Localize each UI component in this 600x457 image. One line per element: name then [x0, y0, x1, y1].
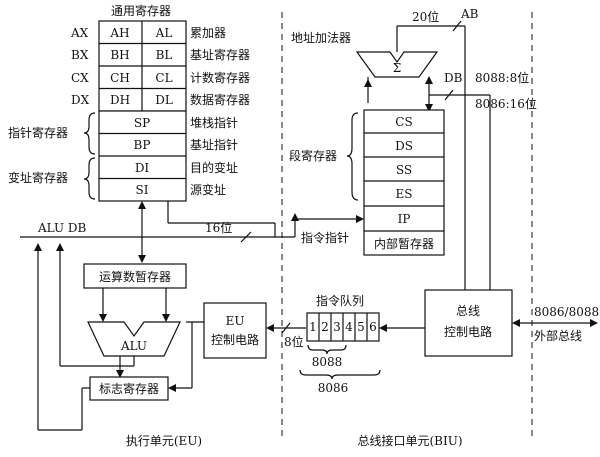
- seg-brace: [346, 112, 359, 201]
- bus-8bit-label: 8位: [284, 334, 304, 349]
- reg-si-desc: 源变址: [190, 182, 226, 197]
- queue-cell-5: 5: [357, 320, 365, 334]
- queue-brace-8086: [299, 369, 381, 380]
- queue-8088-label: 8088: [312, 355, 343, 369]
- reg-ds: DS: [395, 139, 413, 153]
- alu-block: [87, 321, 181, 357]
- eu-control-label-1: EU: [226, 314, 245, 328]
- reg-cs: CS: [395, 115, 412, 129]
- reg-bx-desc: 基址寄存器: [190, 47, 250, 62]
- ext-bus-label-2: 外部总线: [534, 328, 582, 343]
- reg-bl: BL: [156, 48, 173, 62]
- alu-label: ALU: [120, 339, 147, 353]
- reg-dl: DL: [155, 93, 173, 107]
- reg-bh: BH: [110, 48, 129, 62]
- bus-20bit-label: 20位: [412, 9, 439, 24]
- eu-control-label-2: 控制电路: [211, 332, 259, 347]
- reg-sp: SP: [134, 116, 150, 130]
- reg-sp-desc: 堆栈指针: [190, 115, 238, 130]
- reg-ax-name: AX: [70, 26, 89, 40]
- reg-cx-name: CX: [71, 71, 89, 85]
- ext-bus-label-1: 8086/8088: [534, 305, 599, 319]
- ip-label: 指令指针: [301, 230, 349, 245]
- reg-dx-desc: 数据寄存器: [190, 92, 250, 107]
- idx-group-label: 变址寄存器: [8, 170, 68, 185]
- db-8086-label: 8086:16位: [475, 96, 537, 111]
- gp-registers-title: 通用寄存器: [111, 3, 171, 18]
- segment-register-block: [363, 109, 445, 256]
- reg-al: AL: [155, 26, 173, 40]
- queue-cell-2: 2: [321, 320, 329, 334]
- operand-temp-register: [83, 263, 187, 289]
- reg-es: ES: [396, 187, 413, 201]
- seg-group-label: 段寄存器: [289, 148, 337, 163]
- reg-ch: CH: [110, 71, 130, 85]
- reg-cl: CL: [155, 71, 172, 85]
- reg-bx-name: BX: [71, 48, 89, 62]
- queue-brace-8088: [307, 344, 347, 355]
- db-label: DB: [444, 71, 463, 85]
- reg-ss: SS: [396, 163, 412, 177]
- addr-adder-label: 地址加法器: [291, 31, 351, 45]
- reg-ip: IP: [398, 212, 411, 226]
- reg-dh: DH: [110, 93, 130, 107]
- bus-control-label-1: 总线: [456, 304, 480, 318]
- queue-cell-3: 3: [333, 320, 341, 334]
- reg-ah: AH: [109, 26, 129, 40]
- ab-label: AB: [460, 7, 479, 21]
- biu-unit-label: 总线接口单元(BIU): [357, 433, 462, 448]
- reg-ax-desc: 累加器: [190, 26, 226, 40]
- queue-8086-label: 8086: [318, 381, 349, 395]
- reg-di-desc: 目的变址: [190, 160, 238, 175]
- alu-db-label: ALU DB: [37, 221, 87, 235]
- operand-temp-label: 运算数暂存器: [99, 269, 171, 284]
- queue-cell-4: 4: [345, 320, 353, 334]
- queue-title: 指令队列: [316, 293, 364, 308]
- idx-brace: [83, 157, 96, 200]
- reg-dx-name: DX: [71, 93, 90, 107]
- queue-cell-1: 1: [309, 320, 317, 334]
- db-8088-label: 8088:8位: [475, 70, 529, 85]
- flags-label: 标志寄存器: [99, 381, 159, 396]
- ptr-brace: [83, 112, 96, 155]
- address-adder: [355, 51, 439, 78]
- sigma-label: Σ: [393, 61, 401, 75]
- bus-control-label-2: 控制电路: [444, 324, 492, 339]
- reg-bp: BP: [134, 138, 151, 152]
- eu-control-circuit: [203, 302, 267, 359]
- bus-control-circuit: [424, 289, 513, 357]
- bus-16bit-label: 16位: [205, 220, 232, 235]
- reg-cx-desc: 计数寄存器: [190, 70, 250, 85]
- queue-cell-6: 6: [369, 320, 377, 334]
- internal-temp-register: 内部暂存器: [374, 236, 434, 251]
- eu-unit-label: 执行单元(EU): [126, 434, 202, 448]
- ptr-group-label: 指针寄存器: [8, 125, 68, 140]
- reg-bp-desc: 基址指针: [190, 137, 238, 152]
- reg-di: DI: [135, 161, 150, 175]
- reg-si: SI: [136, 183, 149, 197]
